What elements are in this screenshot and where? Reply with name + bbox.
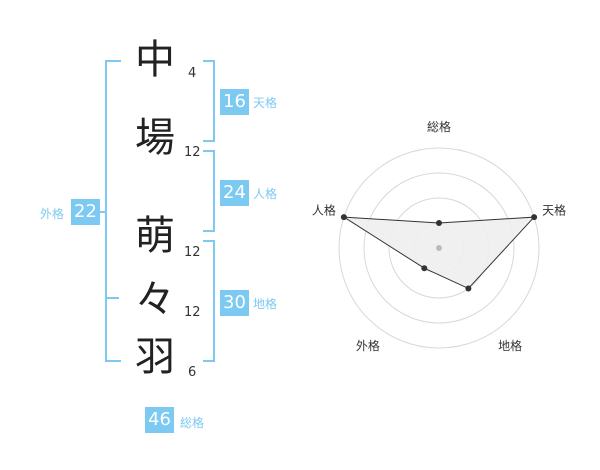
soukaku-label: 総格	[180, 416, 205, 430]
chikaku-value-badge: 30	[220, 290, 249, 316]
jinkaku-bracket	[203, 150, 215, 232]
radar-point-3	[465, 285, 472, 292]
radar-center-dot	[436, 245, 442, 251]
radar-grid-ring	[363, 172, 515, 324]
radar-grid-ring	[338, 147, 540, 349]
jinkaku-value-badge: 24	[220, 180, 249, 206]
name-char-5: 羽	[135, 334, 175, 380]
stroke-count-4: 12	[184, 305, 201, 320]
stroke-count-2: 12	[184, 145, 201, 160]
radar-data-polygon	[343, 216, 536, 290]
gaikaku-value-badge: 22	[71, 199, 100, 225]
tenkaku-label: 天格	[253, 96, 278, 110]
radar-axis-label-2: 天格	[542, 203, 566, 218]
gaikaku-bracket	[105, 60, 121, 362]
name-char-3: 萌	[135, 213, 175, 259]
jinkaku-label: 人格	[253, 187, 278, 201]
soukaku-value-badge: 46	[145, 407, 174, 433]
radar-axis-label-5: 人格	[312, 203, 336, 218]
radar-axis-label-4: 外格	[356, 338, 380, 353]
radar-axis-label-3: 地格	[498, 338, 522, 353]
gaikaku-bracket-connector	[98, 211, 106, 213]
gaikaku-label: 外格	[40, 207, 65, 221]
chikaku-bracket	[203, 240, 215, 362]
radar-axis-label-1: 総格	[427, 119, 451, 134]
radar-point-2	[531, 214, 538, 221]
chikaku-label: 地格	[253, 297, 278, 311]
name-char-2: 場	[135, 115, 175, 161]
radar-point-4	[421, 265, 428, 272]
tenkaku-bracket	[203, 60, 215, 142]
tenkaku-value-badge: 16	[220, 89, 249, 115]
radar-point-1	[436, 220, 442, 226]
stroke-count-3: 12	[184, 245, 201, 260]
radar-point-5	[340, 214, 347, 221]
gaikaku-bracket-divider	[105, 297, 119, 299]
name-char-4: 々	[135, 277, 175, 323]
stroke-count-1: 4	[188, 66, 197, 81]
stroke-count-5: 6	[188, 365, 197, 380]
name-char-1: 中	[135, 37, 175, 83]
